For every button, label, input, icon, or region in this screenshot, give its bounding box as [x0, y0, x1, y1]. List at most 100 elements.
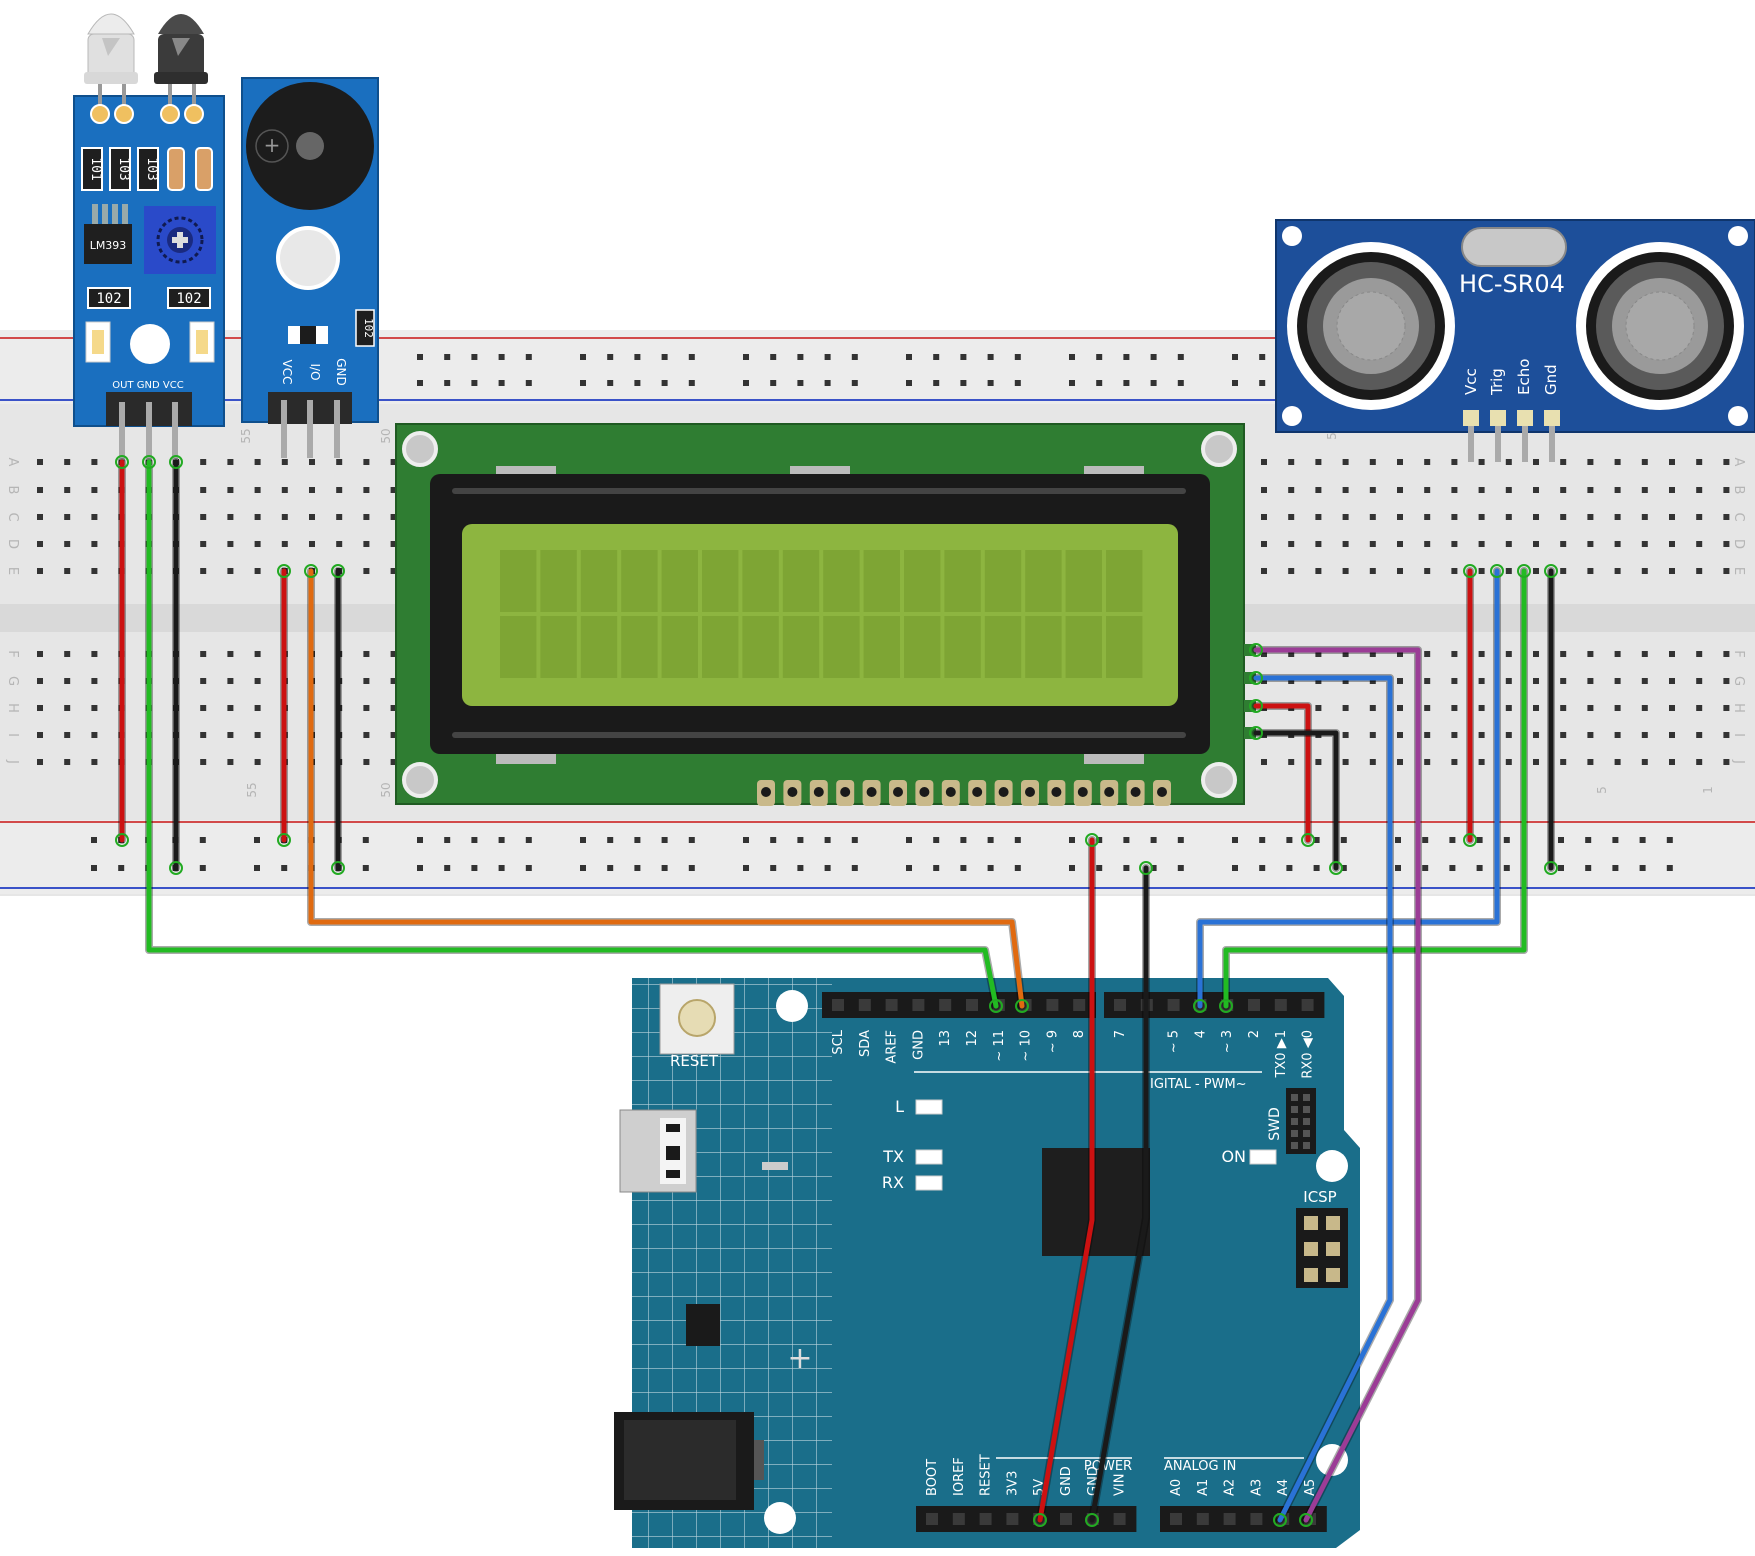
digital-pin-label: GND	[911, 1030, 926, 1060]
breadboard-hole	[362, 865, 369, 871]
digital-pin-label: TX0 ▶1	[1274, 1030, 1289, 1079]
breadboard-hole	[91, 459, 98, 465]
breadboard-hole	[1397, 651, 1403, 657]
breadboard-hole	[1639, 837, 1646, 843]
lcd-cell	[863, 550, 900, 612]
breadboard-hole	[1424, 732, 1431, 738]
breadboard-hole	[1369, 651, 1376, 657]
breadboard-hole	[390, 541, 397, 547]
digital-pin-label: ~ 5	[1167, 1030, 1182, 1053]
breadboard-hole	[227, 514, 234, 520]
breadboard-hole	[661, 837, 668, 843]
wire-hcsr04-gnd-end	[1544, 564, 1558, 578]
wire-buzzer-io	[308, 568, 1025, 1009]
breadboard-hole	[1177, 354, 1184, 360]
reset-button[interactable]	[659, 983, 735, 1055]
lcd-pin-hole	[945, 787, 956, 797]
breadboard-hole	[1560, 705, 1567, 711]
breadboard-hole	[1288, 678, 1295, 684]
breadboard-hole	[580, 354, 586, 360]
breadboard-hole	[254, 651, 261, 657]
breadboard-hole	[1342, 732, 1349, 738]
breadboard-hole	[1424, 678, 1431, 684]
breadboard-hole	[1560, 678, 1567, 684]
header-pin	[966, 999, 978, 1011]
breadboard-hole	[1342, 541, 1349, 547]
breadboard-hole	[1585, 837, 1592, 843]
breadboard-hole	[390, 678, 397, 684]
breadboard-hole	[1587, 678, 1594, 684]
led-on	[1249, 1149, 1277, 1165]
breadboard-hole	[1259, 380, 1266, 386]
breadboard-hole	[1259, 865, 1266, 871]
lcd-cell	[1025, 616, 1062, 678]
breadboard-hole	[987, 837, 994, 843]
breadboard-hole	[417, 354, 423, 360]
wire-lcd-sda-end	[1273, 1513, 1287, 1527]
breadboard-hole	[227, 459, 234, 465]
wire-lcd-vcc	[1253, 703, 1311, 843]
breadboard-hole	[1723, 568, 1730, 574]
breadboard-hole	[1232, 380, 1238, 386]
breadboard-hole	[254, 487, 261, 493]
header-pin	[1196, 1513, 1209, 1525]
breadboard-hole	[1313, 865, 1320, 871]
digital-pin-label: ~ 10	[1019, 1030, 1034, 1062]
breadboard-hole	[1723, 487, 1730, 493]
breadboard-hole	[1288, 759, 1295, 765]
breadboard-hole	[1560, 759, 1567, 765]
breadboard-hole	[1587, 759, 1594, 765]
breadboard-hole	[851, 865, 858, 871]
breadboard-hole	[1478, 487, 1485, 493]
row-letter: A	[5, 458, 20, 467]
swd-pin	[1291, 1118, 1298, 1125]
breadboard-hole	[1533, 459, 1539, 465]
breadboard-hole	[227, 678, 234, 684]
breadboard-hole	[1014, 865, 1021, 871]
lcd-cell	[500, 550, 537, 612]
breadboard-hole	[362, 837, 369, 843]
breadboard-hole	[1560, 487, 1567, 493]
breadboard-hole	[1261, 541, 1267, 547]
hcsr04-pin-trig: Trig	[1488, 368, 1506, 396]
ir-sensor-module: 101 103 103 LM393	[73, 13, 225, 460]
hc-sr04-label: HC-SR04	[1459, 270, 1565, 298]
wire-hcsr04-echo-end	[1219, 999, 1233, 1013]
svg-text:102: 102	[96, 291, 121, 307]
breadboard-hole	[1069, 380, 1075, 386]
breadboard-hole	[1369, 487, 1376, 493]
breadboard-hole	[824, 865, 831, 871]
breadboard-hole	[444, 837, 451, 843]
lcd-cell	[742, 616, 779, 678]
breadboard-hole	[1641, 759, 1648, 765]
breadboard-hole	[417, 837, 423, 843]
lcd-pin-hole	[1157, 787, 1167, 797]
breadboard-hole	[254, 865, 260, 871]
breadboard-hole	[1723, 678, 1730, 684]
breadboard-hole	[1587, 568, 1594, 574]
breadboard-hole	[1478, 541, 1485, 547]
breadboard-hole	[1150, 837, 1157, 843]
breadboard-hole	[1369, 732, 1376, 738]
digital-pin-label: SDA	[858, 1030, 873, 1057]
lcd-pin-hole	[919, 787, 930, 797]
col-label-50-top: 50	[379, 428, 393, 443]
svg-text:103: 103	[116, 157, 131, 180]
breadboard-hole	[770, 380, 777, 386]
icsp-block	[1296, 1208, 1348, 1288]
breadboard-hole	[37, 651, 43, 657]
swd-pin	[1291, 1130, 1298, 1137]
breadboard-hole	[1315, 705, 1322, 711]
breadboard-hole	[1422, 865, 1429, 871]
breadboard-hole	[1723, 459, 1730, 465]
breadboard-hole	[91, 759, 98, 765]
breadboard-hole	[1150, 354, 1157, 360]
breadboard-hole	[1560, 541, 1567, 547]
wire-ir-out	[146, 459, 999, 1009]
breadboard-hole	[1478, 678, 1485, 684]
row-letter: G	[5, 676, 20, 686]
breadboard-hole	[1315, 678, 1322, 684]
breadboard-hole	[363, 705, 370, 711]
breadboard-hole	[1451, 759, 1458, 765]
row-letter: B	[1731, 486, 1746, 495]
